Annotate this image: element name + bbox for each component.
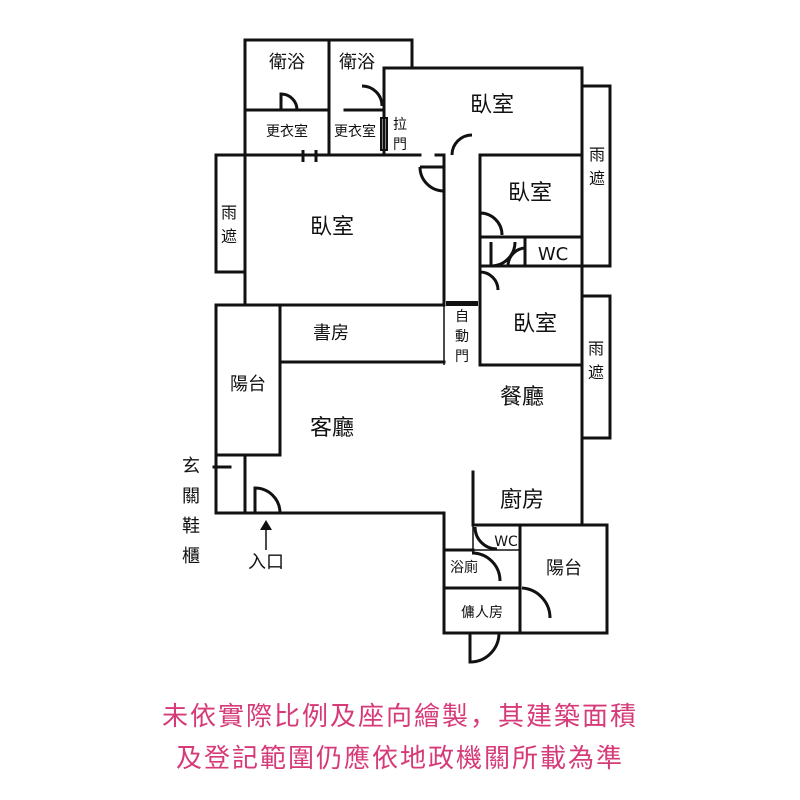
rain-shelter-right-mid-1: 雨 (588, 339, 604, 358)
entrance-label: 入口 (248, 552, 284, 573)
rain-shelter-right-top-1: 雨 (589, 145, 605, 164)
sliding-door-label-1: 拉 (393, 117, 407, 133)
room-label-bath-2: 衛浴 (339, 52, 375, 73)
room-label-dressing-1: 更衣室 (266, 123, 308, 140)
room-label-bedroom-middle: 臥室 (508, 181, 552, 206)
room-label-living-room: 客廳 (310, 416, 354, 441)
rain-shelter-right-mid-2: 遮 (588, 363, 604, 382)
room-label-dining-room: 餐廳 (500, 385, 544, 410)
room-label-bedroom-small: 臥室 (513, 312, 557, 337)
shoe-cabinet-label-1: 玄 (182, 456, 200, 477)
shoe-cabinet-label-3: 鞋 (182, 516, 200, 537)
disclaimer-line-1: 未依實際比例及座向繪製，其建築面積 (161, 702, 638, 732)
room-label-kitchen: 廚房 (500, 488, 544, 513)
sliding-door-label-2: 門 (393, 137, 407, 153)
room-label-maid-room: 傭人房 (461, 605, 503, 621)
room-label-study: 書房 (313, 323, 349, 344)
room-labels: 衛浴 衛浴 更衣室 更衣室 拉 門 臥室 雨 遮 臥室 WC 雨 遮 臥室 書房… (182, 52, 605, 621)
room-label-bedroom-top: 臥室 (470, 93, 514, 118)
room-label-dressing-2: 更衣室 (334, 123, 376, 140)
rain-shelter-left-2: 遮 (221, 227, 237, 246)
auto-door-label-3: 門 (455, 349, 469, 365)
disclaimer-line-2: 及登記範圍仍應依地政機關所載為準 (175, 744, 624, 774)
rain-shelter-right-top-2: 遮 (589, 169, 605, 188)
walls (214, 38, 612, 635)
doors (212, 84, 552, 664)
room-label-balcony-left: 陽台 (230, 374, 266, 395)
room-label-wc-bottom: WC (494, 534, 518, 550)
shoe-cabinet-label-4: 櫃 (182, 546, 200, 567)
room-label-wc-right: WC (538, 244, 568, 265)
room-label-bedroom-master: 臥室 (310, 215, 354, 240)
auto-door-label-2: 動 (455, 329, 469, 345)
room-label-bath-toilet: 浴廁 (450, 559, 478, 576)
room-label-balcony-right: 陽台 (546, 558, 582, 579)
room-label-bath-1: 衛浴 (269, 52, 305, 73)
shoe-cabinet-label-2: 關 (182, 486, 200, 507)
auto-door-label-1: 自 (455, 309, 469, 325)
rain-shelter-left-1: 雨 (221, 203, 237, 222)
